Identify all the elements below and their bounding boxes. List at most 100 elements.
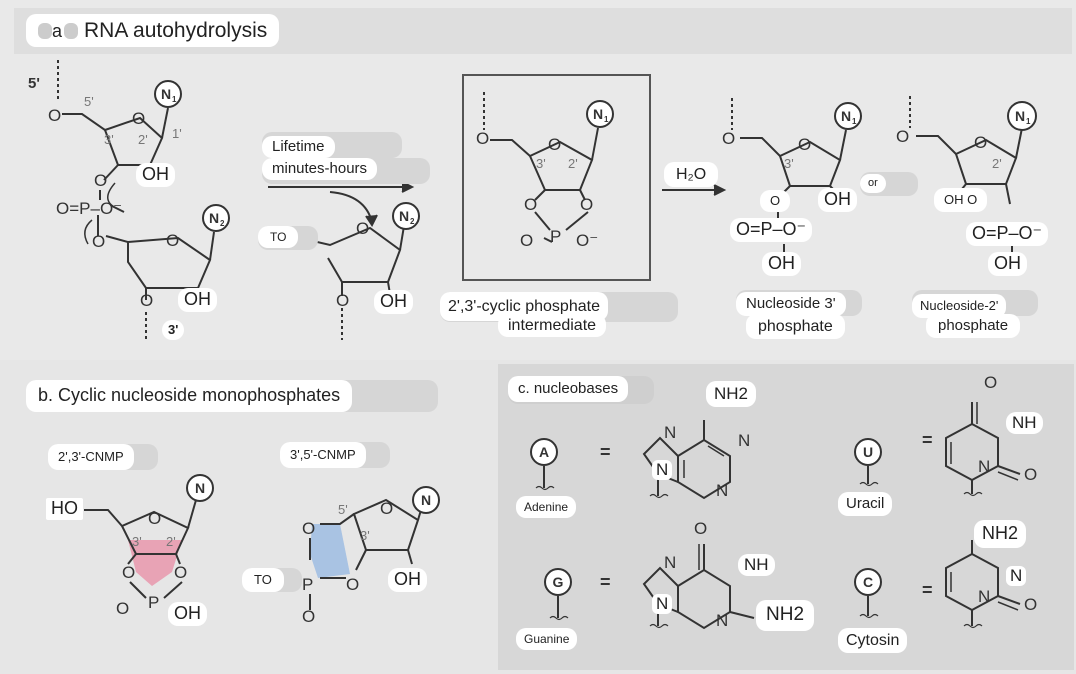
oxygen-label: O xyxy=(48,106,61,125)
product1-label-line2: phosphate xyxy=(746,314,845,340)
hydroxyl-label: OH xyxy=(762,252,801,276)
oxygen-label: O xyxy=(122,563,135,582)
ring-oxygen-label: O xyxy=(166,231,179,250)
carbonyl-oxygen-label: O xyxy=(984,373,997,392)
title-blot-icon xyxy=(38,23,52,39)
ring-oxygen-label: O xyxy=(148,509,161,528)
n1-label: N xyxy=(841,108,851,124)
ring-nitrogen-label: N xyxy=(652,594,673,615)
panel-b-cyclic-nucleoside-monophosphates: b. Cyclic nucleoside monophosphates 2',3… xyxy=(0,364,494,674)
oxygen-label: O xyxy=(302,607,315,626)
panel-a-title: a RNA autohydrolysis xyxy=(26,14,280,48)
guanine-nh-label: NH xyxy=(738,554,775,577)
oxygen-label: O xyxy=(580,195,593,214)
product2-label-line2: phosphate xyxy=(926,314,1021,338)
cnmp35-label: 3',5'-CNMP xyxy=(280,442,366,468)
lifetime-label: Lifetime xyxy=(262,136,335,158)
n-label: N xyxy=(421,492,431,508)
n2-label: N xyxy=(209,210,219,226)
panel-c-title: c. nucleobases xyxy=(508,376,629,402)
water-label: H₂O xyxy=(664,162,719,188)
guanine-amine-label: NH2 xyxy=(756,600,815,631)
n2-subscript: 2 xyxy=(220,219,225,228)
panel-a-title-text: RNA autohydrolysis xyxy=(84,19,268,42)
nitrogen-label: N xyxy=(978,457,990,476)
hydroxyl-label: OH xyxy=(388,568,427,592)
panel-a-letter: a xyxy=(52,21,63,41)
position-3-label: 3' xyxy=(536,156,546,171)
five-prime-end-label: 5' xyxy=(28,75,40,92)
position-2-label: 2' xyxy=(138,132,148,147)
panel-a-structures: N N N N N N 1 2 2 1 1 1 5' O O O O=P–O⁻ … xyxy=(28,60,1037,342)
n1-subscript: 1 xyxy=(852,117,857,126)
nitrogen-label: N xyxy=(738,431,750,450)
carbonyl-oxygen-label: O xyxy=(1024,465,1037,484)
uracil-letter: U xyxy=(863,444,873,460)
oh-o-label: OH O xyxy=(934,188,988,212)
nitrogen-label: N xyxy=(978,587,990,606)
to-label: TO xyxy=(258,226,299,249)
cnmp23-label: 2',3'-CNMP xyxy=(48,444,134,470)
oxygen-label: O xyxy=(140,291,153,310)
ring-oxygen-label: O xyxy=(356,219,369,238)
cytosine-letter: C xyxy=(863,574,873,590)
oxygen-label: O xyxy=(302,519,315,538)
oxygen-label: O xyxy=(520,231,533,250)
position-3-label: 3' xyxy=(360,528,370,543)
guanine-name-label: Guanine xyxy=(516,628,578,651)
position-2-label: 2' xyxy=(166,534,176,549)
ring-oxygen-label: O xyxy=(974,133,987,152)
phosphorus-label: P xyxy=(550,227,561,246)
equals-sign: = xyxy=(922,580,933,600)
ring-nitrogen-label: N xyxy=(1006,566,1027,587)
guanine-letter: G xyxy=(553,574,564,590)
or-label: or xyxy=(860,174,886,194)
blue-cyclic-ring xyxy=(310,524,350,578)
hydroxyl-label: OH xyxy=(178,288,217,312)
panel-b-title: b. Cyclic nucleoside monophosphates xyxy=(26,380,353,412)
n1-label: N xyxy=(1015,108,1025,124)
phosphate-label: O=P–O⁻ xyxy=(56,199,122,218)
equals-sign: = xyxy=(600,442,611,462)
hydroxyl-label: OH xyxy=(168,602,207,626)
oxygen-label: O xyxy=(346,575,359,594)
pink-cyclic-ring xyxy=(128,540,182,586)
panel-c-structures: A G U C = = = = N N N N O N O N O N O xyxy=(530,373,1037,630)
position-5-label: 5' xyxy=(338,502,348,517)
to-label: TO xyxy=(242,568,284,592)
ring-oxygen-label: O xyxy=(380,499,393,518)
o-minus-label: O⁻ xyxy=(576,231,598,250)
uracil-nh-label: NH xyxy=(1006,412,1043,435)
adenine-amine-label: NH2 xyxy=(706,381,757,408)
equals-sign: = xyxy=(922,430,933,450)
ring-nitrogen-label: N xyxy=(652,460,673,481)
n-label: N xyxy=(195,480,205,496)
ring-oxygen-label: O xyxy=(798,135,811,154)
n2-subscript: 2 xyxy=(410,217,415,226)
cytosine-amine-label: NH2 xyxy=(974,520,1027,548)
title-blot-icon xyxy=(64,23,79,39)
oxygen-label: O xyxy=(760,190,791,212)
nitrogen-label: N xyxy=(664,423,676,442)
cytosine-name-label: Cytosin xyxy=(838,628,908,654)
oxygen-label: O xyxy=(722,129,735,148)
carbonyl-oxygen-label: O xyxy=(1024,595,1037,614)
n1-label: N xyxy=(593,106,603,122)
lifetime-value-label: minutes-hours xyxy=(262,158,378,180)
panel-a-rna-autohydrolysis: a RNA autohydrolysis xyxy=(14,8,1072,342)
position-1-label: 1' xyxy=(172,126,182,141)
position-5-label: 5' xyxy=(84,94,94,109)
oxygen-label: O xyxy=(524,195,537,214)
oxygen-label: O xyxy=(92,232,105,251)
product1-label-line1: Nucleoside 3' xyxy=(736,292,846,316)
three-prime-end-label: 3' xyxy=(162,320,185,340)
hydroxyl-label: OH xyxy=(988,252,1027,276)
equals-sign: = xyxy=(600,572,611,592)
n2-label: N xyxy=(399,208,409,224)
nitrogen-label: N xyxy=(664,553,676,572)
position-2-label: 2' xyxy=(568,156,578,171)
panel-c-nucleobases: c. nucleobases xyxy=(498,364,1074,670)
oxygen-label: O xyxy=(94,171,107,190)
phosphate-label: O=P–O⁻ xyxy=(966,222,1049,246)
oxygen-label: O xyxy=(116,599,129,618)
